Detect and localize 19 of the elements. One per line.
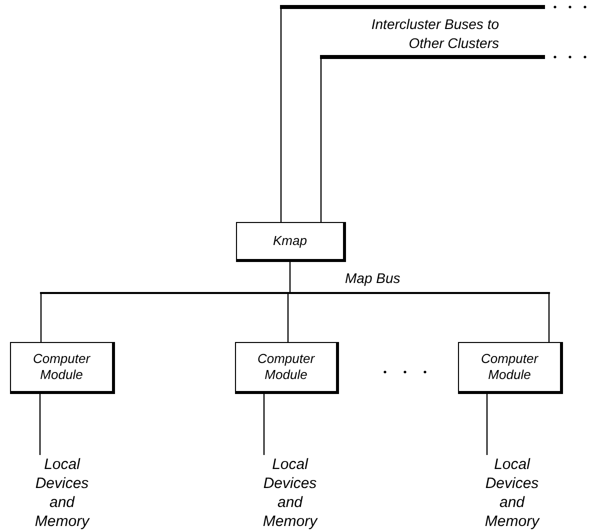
connector-line	[280, 9, 282, 222]
module-box: Kmap	[236, 222, 346, 262]
bus-note: Intercluster Buses to Other Clusters	[370, 15, 499, 53]
node-text: Local Devices and Memory	[477, 455, 547, 531]
module-box: Computer Module	[235, 342, 339, 394]
node-text: Local Devices and Memory	[27, 455, 97, 531]
node-text: Local Devices and Memory	[255, 455, 325, 531]
connector-line	[548, 294, 550, 342]
connector-line	[320, 59, 322, 222]
module-box: Computer Module	[10, 342, 115, 394]
connector-line	[39, 394, 41, 455]
connector-line	[287, 294, 289, 342]
connector-line	[486, 394, 488, 455]
module-box: Computer Module	[458, 342, 563, 394]
connector-line	[289, 262, 291, 292]
connector-line	[263, 394, 265, 455]
bus-label: Map Bus	[345, 269, 400, 288]
bus-line	[40, 292, 550, 294]
connector-line	[40, 294, 42, 342]
